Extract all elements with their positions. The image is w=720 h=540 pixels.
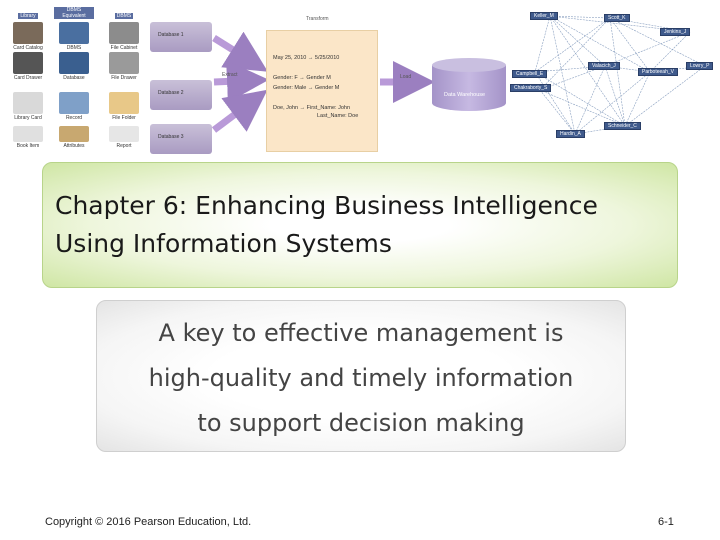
tile-caption: Book Item xyxy=(16,143,40,149)
network-node: Chakraborty_S xyxy=(510,84,552,92)
body-line: A key to effective management is xyxy=(158,319,564,347)
tile-record: Record xyxy=(54,92,94,121)
card-catalog-icon xyxy=(13,22,43,44)
file-cabinet-icon xyxy=(109,22,139,44)
database-3-box: Database 3 xyxy=(150,124,212,154)
tile-caption: File Cabinet xyxy=(110,45,138,51)
database-icon xyxy=(59,52,89,74)
tile-file-drawer: File Drawer xyxy=(104,52,144,81)
tile-book-item: Book Item xyxy=(8,126,48,149)
tile-caption: Card Drawer xyxy=(13,75,43,81)
database-1-box: Database 1 xyxy=(150,22,212,52)
extract-arrow-3 xyxy=(211,89,268,133)
server-icon xyxy=(59,22,89,44)
network-node: Parboteeah_V xyxy=(638,68,678,76)
transform-line: Gender: Male → Gender M xyxy=(273,85,340,91)
database-label: Database 3 xyxy=(158,134,184,140)
database-2-box: Database 2 xyxy=(150,80,212,110)
slide-title: Chapter 6: Enhancing Business Intelligen… xyxy=(55,187,665,263)
transform-line: Last_Name: Doe xyxy=(317,113,359,119)
title-box: Chapter 6: Enhancing Business Intelligen… xyxy=(42,162,678,288)
tile-caption: Library Card xyxy=(14,115,42,121)
tile-caption: DBMS xyxy=(66,45,82,51)
library-card-icon xyxy=(13,92,43,114)
record-icon xyxy=(59,92,89,114)
body-box: A key to effective management is high-qu… xyxy=(96,300,626,452)
copyright-footer: Copyright © 2016 Pearson Education, Ltd. xyxy=(45,516,252,528)
slide-body: A key to effective management is high-qu… xyxy=(97,311,625,446)
title-line: Using Information Systems xyxy=(55,229,392,258)
transform-panel: May 25, 2010 → 5/25/2010 Gender: F → Gen… xyxy=(266,30,378,152)
network-node: Valacich_J xyxy=(588,62,620,70)
attributes-icon xyxy=(59,126,89,142)
tile-header: DBMS xyxy=(114,13,134,19)
tile-caption: Card Catalog xyxy=(13,45,43,51)
tile-header: Library xyxy=(18,13,38,19)
report-icon xyxy=(109,126,139,142)
cylinder-body xyxy=(432,65,506,111)
tile-caption: Record xyxy=(65,115,83,121)
load-label: Load xyxy=(400,74,412,80)
data-warehouse-cylinder: Data Warehouse xyxy=(432,58,506,118)
transform-label: Transform xyxy=(306,16,329,22)
transform-line: May 25, 2010 → 5/25/2010 xyxy=(273,55,340,61)
network-node: Lowry_P xyxy=(686,62,714,70)
body-line: to support decision making xyxy=(197,409,525,437)
tile-attributes: Attributes xyxy=(54,126,94,149)
body-line: high-quality and timely information xyxy=(148,364,574,392)
transform-line: Gender: F → Gender M xyxy=(273,75,331,81)
folder-icon xyxy=(109,92,139,114)
tile-caption: Database xyxy=(63,75,85,81)
extract-arrow-2 xyxy=(213,60,269,103)
tile-report: Report xyxy=(104,126,144,149)
tile-file-folder: File Folder xyxy=(104,92,144,121)
network-node: Keller_M xyxy=(530,12,558,20)
extract-arrow-1 xyxy=(212,31,268,72)
tile-library-card: Library Card xyxy=(8,92,48,121)
card-drawer-icon xyxy=(13,52,43,74)
network-node: Campbell_E xyxy=(512,70,548,78)
network-node: Hardin_A xyxy=(556,130,585,138)
header-banner-image: Library Card Catalog DBMS Equivalent DBM… xyxy=(0,0,720,160)
tile-caption: File Folder xyxy=(112,115,136,121)
warehouse-label: Data Warehouse xyxy=(444,92,486,98)
file-drawer-icon xyxy=(109,52,139,74)
network-node: Scott_K xyxy=(604,14,630,22)
database-label: Database 1 xyxy=(158,32,184,38)
network-graph: Keller_M Scott_K Jenkins_J Lowry_P Campb… xyxy=(500,4,720,140)
tile-caption: Attributes xyxy=(63,143,85,149)
tile-card-catalog: Library Card Catalog xyxy=(8,4,48,51)
network-node: Schneider_C xyxy=(604,122,641,130)
network-node: Jenkins_J xyxy=(660,28,691,36)
library-dbms-comparison: Library Card Catalog DBMS Equivalent DBM… xyxy=(8,4,148,156)
tile-header: DBMS Equivalent xyxy=(54,7,94,19)
tile-dbms: DBMS Equivalent DBMS xyxy=(54,4,94,51)
page-number: 6-1 xyxy=(658,516,674,528)
tile-database: Database xyxy=(54,52,94,81)
database-label: Database 2 xyxy=(158,90,184,96)
etl-arrows xyxy=(211,31,435,133)
tile-card-drawer: Card Drawer xyxy=(8,52,48,81)
extract-label: Extract xyxy=(222,72,238,78)
cylinder-top xyxy=(432,58,506,72)
transform-line: Doe, John → First_Name: John xyxy=(273,105,351,111)
tile-file-cabinet: DBMS File Cabinet xyxy=(104,4,144,51)
title-line: Chapter 6: Enhancing Business Intelligen… xyxy=(55,191,598,220)
tile-caption: File Drawer xyxy=(111,75,137,81)
tile-caption: Report xyxy=(116,143,132,149)
book-item-icon xyxy=(13,126,43,142)
